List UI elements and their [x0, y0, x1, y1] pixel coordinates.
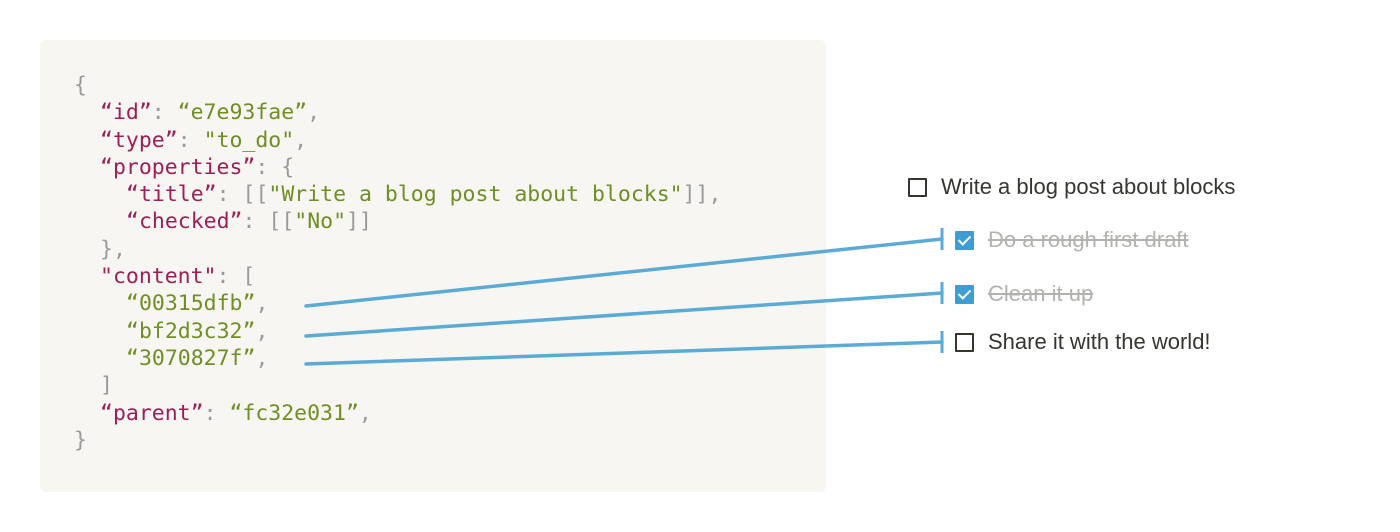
connector-line-2 [304, 291, 944, 338]
json-punctuation: , [255, 291, 269, 317]
json-punctuation: : { [255, 154, 295, 180]
code-line: “3070827f”, [74, 345, 721, 372]
code-line: “title”: [["Write a blog post about bloc… [74, 181, 721, 208]
json-string: “3070827f” [126, 345, 256, 371]
code-line: “00315dfb”, [74, 290, 721, 317]
json-punctuation: ] [100, 373, 113, 399]
code-line: “checked”: [["No"]] [74, 208, 721, 235]
json-string: “00315dfb” [126, 291, 256, 317]
code-line: { [74, 72, 721, 99]
json-key: “parent” [100, 400, 204, 426]
json-key: "content" [100, 264, 217, 290]
checkbox-checked-icon[interactable] [955, 284, 974, 304]
todo-child-3-label: Share it with the world! [988, 329, 1211, 354]
json-punctuation: , [307, 100, 321, 126]
json-string: “fc32e031” [229, 400, 359, 426]
code-line: }, [74, 236, 721, 263]
json-code-block: {“id”: “e7e93fae”,“type”: "to_do",“prope… [74, 72, 721, 454]
json-punctuation: , [294, 127, 308, 153]
json-punctuation: : [ [216, 264, 256, 290]
todo-parent-label: Write a blog post about blocks [941, 174, 1236, 199]
json-key: “id” [100, 100, 152, 126]
json-string: "to_do" [203, 127, 295, 153]
json-punctuation: ]], [682, 182, 722, 208]
code-line: "content": [ [74, 263, 721, 290]
checkbox-checked-icon[interactable] [955, 230, 974, 250]
json-punctuation: : [203, 400, 230, 426]
json-punctuation: , [255, 318, 269, 344]
todo-child-3[interactable]: Share it with the world! [955, 329, 1211, 355]
todo-child-2[interactable]: Clean it up [955, 281, 1093, 307]
json-punctuation: }, [100, 236, 126, 262]
json-punctuation: : [[ [242, 209, 295, 235]
todo-child-1[interactable]: Do a rough first draft [955, 227, 1189, 253]
code-line: “parent”: “fc32e031”, [74, 400, 721, 427]
json-string: "Write a blog post about blocks" [268, 182, 683, 208]
code-line: “id”: “e7e93fae”, [74, 99, 721, 126]
connector-line-3 [304, 340, 944, 366]
todo-child-1-label: Do a rough first draft [988, 227, 1189, 252]
json-string: "No" [294, 209, 347, 235]
todo-child-2-label: Clean it up [988, 281, 1094, 306]
json-string: “e7e93fae” [177, 100, 308, 126]
json-punctuation: , [358, 400, 372, 426]
json-key: “type” [100, 127, 178, 153]
json-punctuation: : [151, 100, 178, 126]
checkbox-unchecked-icon[interactable] [955, 332, 974, 352]
json-punctuation: { [74, 73, 87, 98]
connector-line-1 [304, 237, 944, 308]
code-line: “bf2d3c32”, [74, 318, 721, 345]
json-key: “checked” [126, 209, 243, 235]
json-key: “title” [126, 182, 217, 208]
code-line: ] [74, 372, 721, 399]
json-punctuation: : [177, 127, 204, 153]
code-line: “properties”: { [74, 154, 721, 181]
json-punctuation: } [74, 427, 87, 453]
json-punctuation: ]] [346, 209, 372, 235]
code-line: } [74, 427, 721, 454]
json-punctuation: : [[ [216, 182, 269, 208]
checkbox-unchecked-icon[interactable] [908, 177, 927, 197]
json-punctuation: , [255, 345, 269, 371]
todo-parent[interactable]: Write a blog post about blocks [908, 174, 1235, 200]
code-line: “type”: "to_do", [74, 127, 721, 154]
json-key: “properties” [100, 154, 256, 180]
json-string: “bf2d3c32” [126, 318, 256, 344]
